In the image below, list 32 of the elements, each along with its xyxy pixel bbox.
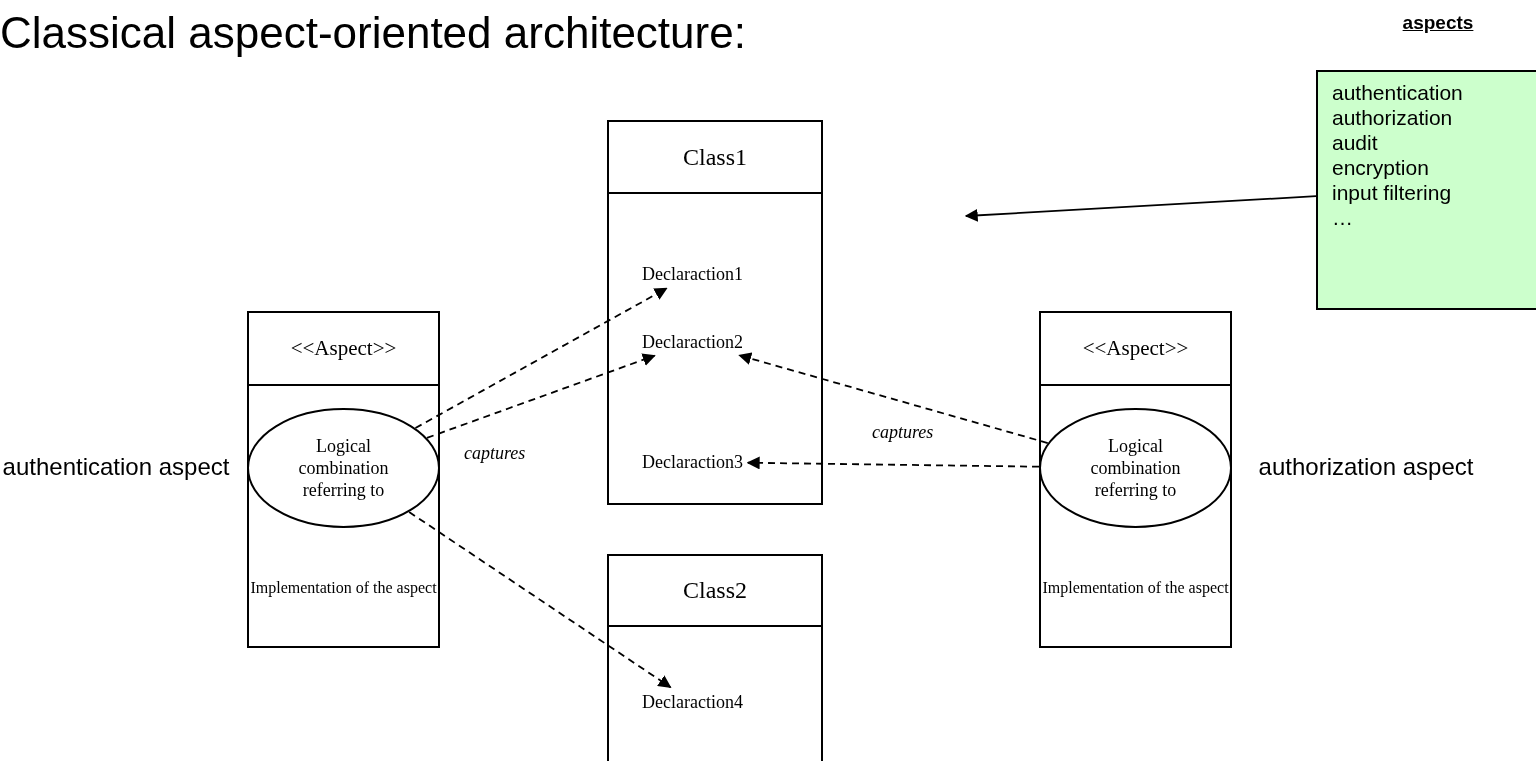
aspect-caption: authentication aspect: [1, 452, 231, 482]
aspect-box: [247, 311, 440, 648]
declaration-label: Declaraction2: [642, 330, 743, 354]
list-item: input filtering: [1332, 180, 1453, 205]
list-item: authorization: [1332, 105, 1454, 130]
list-item: encryption: [1332, 155, 1430, 180]
dashed-arrow: [426, 353, 656, 439]
dashed-arrow: [414, 287, 668, 429]
stereotype-label: <<Aspect>>: [1082, 336, 1189, 361]
pointcut-label: Logical combination referring to: [1089, 435, 1182, 501]
list-heading: aspects: [1401, 12, 1475, 34]
dashed-arrow: [738, 352, 1049, 444]
list-item: authentication: [1332, 80, 1464, 105]
class-name: Class1: [683, 143, 747, 171]
aspect-caption: authorization aspect: [1257, 452, 1475, 482]
class-name: Class2: [683, 577, 747, 604]
declaration-label: Declaraction3: [642, 450, 743, 474]
declaration-label: Declaraction4: [642, 690, 743, 714]
implementation-label: Implementation of the aspect: [249, 578, 438, 598]
aspect-box: [1039, 311, 1232, 648]
class-box: [607, 554, 823, 761]
dashed-arrow: [746, 456, 1040, 470]
list-item: …: [1332, 205, 1354, 230]
stereotype-label: <<Aspect>>: [290, 336, 397, 361]
diagram-title: Classical aspect-oriented architecture:: [0, 8, 746, 58]
implementation-label: Implementation of the aspect: [1041, 578, 1230, 598]
class-box: [607, 120, 823, 505]
declaration-label: Declaraction1: [642, 262, 743, 286]
pointcut-label: Logical combination referring to: [297, 435, 390, 501]
dashed-arrow: [408, 511, 672, 689]
arrow: [964, 195, 1317, 222]
list-item: audit: [1332, 130, 1379, 155]
